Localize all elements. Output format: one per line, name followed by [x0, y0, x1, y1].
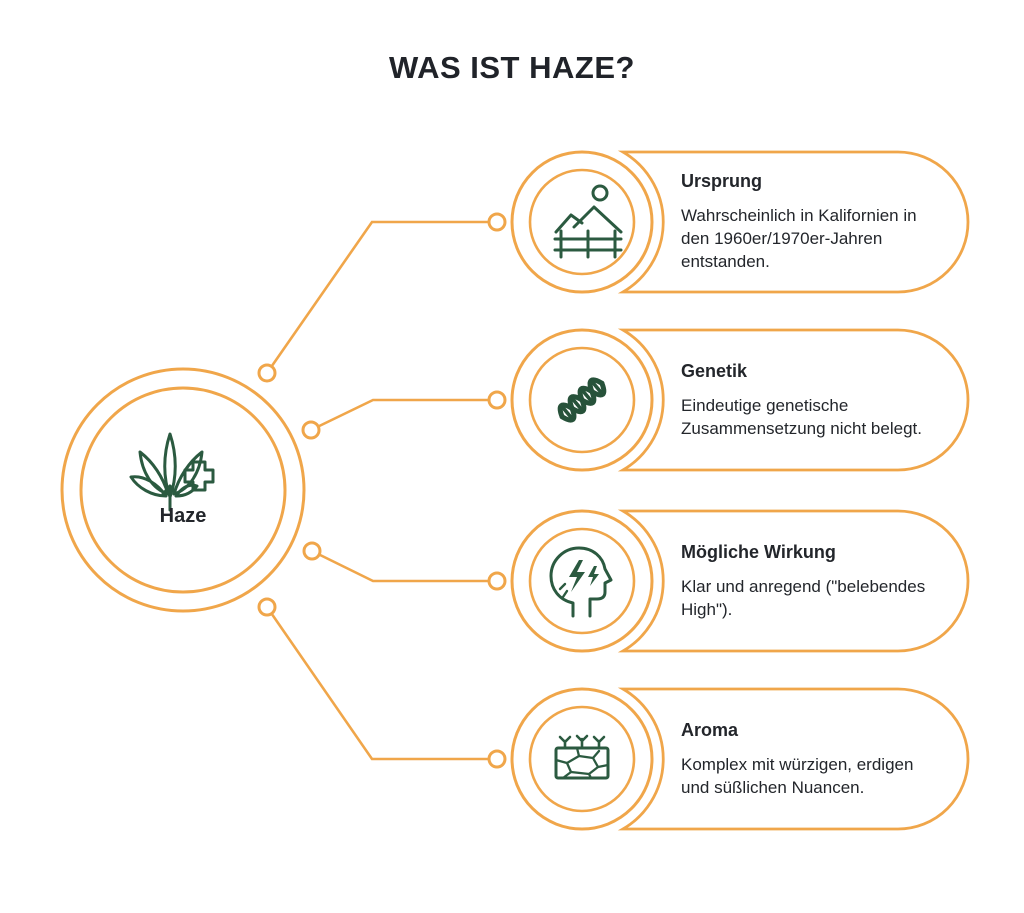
- connector-dot: [302, 541, 322, 561]
- branch-node-wirkung: [510, 509, 654, 653]
- card-body: Klar und anregend ("belebendes High").: [681, 576, 926, 619]
- connectors: [257, 212, 507, 769]
- card-outline-genetik: [617, 328, 970, 472]
- connector-line-1: [265, 220, 489, 374]
- card-body: Komplex mit würzigen, erdigen und süßlic…: [681, 754, 914, 797]
- dna-icon: [557, 377, 607, 423]
- card-ursprung: Ursprung Wahrscheinlich in Kalifornien i…: [681, 152, 937, 292]
- connector-dot: [301, 420, 321, 440]
- connector-dot: [257, 597, 277, 617]
- card-genetik: Genetik Eindeutige genetische Zusammense…: [681, 330, 937, 470]
- branch-outer-ring: [510, 687, 654, 831]
- card-outline-aroma: [617, 687, 970, 831]
- connector-line-4: [265, 606, 489, 761]
- branch-node-aroma: [510, 687, 654, 831]
- cannabis-medical-icon: [129, 432, 215, 512]
- soil-sprouts-icon: [554, 734, 610, 780]
- card-outline-wirkung: [617, 509, 970, 653]
- connector-dot: [487, 212, 507, 232]
- branch-node-ursprung: [510, 150, 654, 294]
- branch-cards: [617, 150, 970, 831]
- branch-inner-ring: [528, 168, 636, 276]
- card-outline-ursprung: [617, 150, 970, 294]
- connector-line-3: [311, 549, 489, 583]
- center-node-label: Haze: [159, 505, 207, 527]
- card-aroma: Aroma Komplex mit würzigen, erdigen und …: [681, 689, 937, 829]
- card-body: Eindeutige genetische Zusammensetzung ni…: [681, 395, 922, 438]
- branch-inner-ring: [528, 346, 636, 454]
- card-title: Ursprung: [681, 171, 762, 191]
- branch-outer-ring: [510, 150, 654, 294]
- card-wirkung: Mögliche Wirkung Klar und anregend ("bel…: [681, 511, 937, 651]
- connector-line-2: [310, 398, 489, 432]
- card-title: Mögliche Wirkung: [681, 541, 836, 562]
- center-inner-ring: [79, 386, 287, 594]
- branch-inner-ring: [528, 705, 636, 813]
- head-energy-icon: [549, 546, 613, 618]
- landscape-fence-icon: [553, 184, 623, 259]
- connector-dot: [257, 363, 277, 383]
- connector-dot: [487, 749, 507, 769]
- branch-node-genetik: [510, 328, 654, 472]
- branch-inner-ring: [528, 527, 636, 635]
- branch-outer-ring: [510, 328, 654, 472]
- card-title: Genetik: [681, 360, 748, 381]
- center-outer-ring: [60, 367, 306, 613]
- connector-dot: [487, 571, 507, 591]
- page-title: WAS IST HAZE?: [389, 50, 635, 85]
- connector-dot: [487, 390, 507, 410]
- card-body: Wahrscheinlich in Kalifornien in den 196…: [681, 206, 917, 271]
- card-title: Aroma: [681, 719, 739, 740]
- center-node: [60, 367, 306, 613]
- branch-outer-ring: [510, 509, 654, 653]
